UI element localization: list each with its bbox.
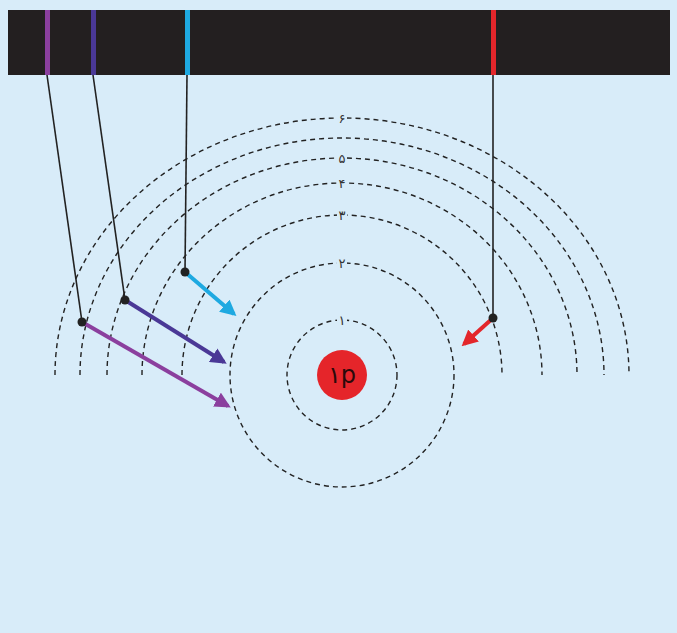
dot (78, 318, 87, 327)
orbit-number: ۲ (337, 257, 348, 270)
leader-line (185, 75, 187, 272)
orbit-number: ۳ (337, 209, 348, 222)
violet-line (45, 10, 50, 75)
spectrum-band (8, 10, 670, 75)
dots (78, 268, 498, 327)
orbit-number: ۱ (337, 314, 348, 327)
transition-arrow (125, 300, 224, 362)
nucleus-label: ۱p (328, 361, 356, 389)
cyan-line (185, 10, 190, 75)
transition-arrow (82, 322, 228, 406)
leader-lines (47, 75, 493, 322)
transition-arrows (82, 272, 493, 406)
nucleus-fill (317, 350, 367, 400)
orbit (55, 118, 629, 375)
leader-line (93, 75, 125, 300)
nucleus: ۱p (317, 350, 367, 400)
dot (489, 314, 498, 323)
dot (181, 268, 190, 277)
orbit-number: ۵ (337, 152, 348, 165)
dot (121, 296, 130, 305)
leader-line (47, 75, 82, 322)
orbits (55, 118, 629, 487)
orbit (80, 138, 604, 375)
transition-arrow (185, 272, 234, 314)
orbit (287, 320, 397, 430)
leader-line (492, 75, 494, 318)
orbit (230, 263, 454, 487)
transition-arrow (464, 318, 493, 344)
red-line (491, 10, 496, 75)
orbit-number: ۴ (337, 177, 348, 190)
indigo-line (91, 10, 96, 75)
orbit-number: ۶ (337, 112, 348, 125)
